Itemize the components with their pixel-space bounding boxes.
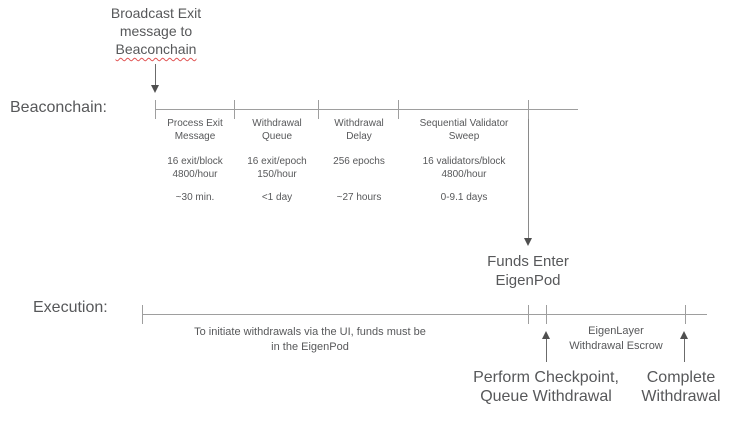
timeline-tick [398, 100, 399, 119]
funds-transfer-arrowhead-icon [524, 238, 532, 246]
timeline-tick [528, 100, 529, 119]
beaconchain-timeline [155, 109, 578, 110]
segment-process-exit-message: Process Exit Message 16 exit/block 4800/… [135, 117, 255, 204]
funds-enter-eigenpod-note: Funds Enter EigenPod [487, 253, 569, 289]
segment-name: Withdrawal Queue [252, 118, 302, 142]
eigenlayer-escrow-note: EigenLayer Withdrawal Escrow [569, 325, 663, 352]
segment-rate: 16 validators/block 4800/hour [422, 156, 506, 180]
down-arrowhead-icon [151, 85, 159, 93]
initiate-withdrawals-note: To initiate withdrawals via the UI, fund… [194, 326, 426, 353]
segment-duration: ~27 hours [336, 192, 382, 203]
segment-rate: 256 epochs [333, 156, 385, 167]
segment-rate: 16 exit/block 4800/hour [167, 156, 223, 180]
timeline-tick [155, 100, 156, 119]
segment-withdrawal-queue: Withdrawal Queue 16 exit/epoch 150/hour … [222, 117, 332, 204]
broadcast-exit-note: Broadcast Exit message to Beaconchain [76, 4, 236, 58]
segment-name: Process Exit Message [167, 118, 223, 142]
segment-withdrawal-delay: Withdrawal Delay 256 epochs ~27 hours [304, 117, 414, 204]
checkpoint-arrowhead-icon [542, 331, 550, 339]
beaconchain-lane-label: Beaconchain: [10, 99, 107, 116]
timeline-tick [318, 100, 319, 119]
execution-timeline [142, 314, 707, 315]
perform-checkpoint-note: Perform Checkpoint, Queue Withdrawal [473, 369, 619, 405]
funds-transfer-arrow-icon [528, 119, 529, 239]
broadcast-exit-note-text: Broadcast Exit message to [110, 5, 202, 39]
timeline-tick [528, 305, 529, 324]
complete-arrow-icon [684, 339, 685, 362]
timeline-tick [142, 305, 143, 324]
segment-duration: <1 day [261, 192, 293, 203]
segment-name: Sequential Validator Sweep [419, 118, 509, 142]
segment-duration: ~30 min. [175, 192, 215, 203]
broadcast-exit-note-beaconchain: Beaconchain [115, 41, 197, 57]
timeline-tick [234, 100, 235, 119]
timeline-tick [546, 305, 547, 324]
checkpoint-arrow-icon [546, 339, 547, 362]
segment-sequential-validator-sweep: Sequential Validator Sweep 16 validators… [394, 117, 534, 204]
complete-arrowhead-icon [680, 331, 688, 339]
segment-name: Withdrawal Delay [334, 118, 384, 142]
execution-lane-label: Execution: [33, 299, 108, 316]
down-arrow-icon [155, 64, 156, 86]
complete-withdrawal-note: Complete Withdrawal [641, 369, 721, 405]
segment-rate: 16 exit/epoch 150/hour [247, 156, 307, 180]
timeline-tick [685, 305, 686, 324]
segment-duration: 0-9.1 days [440, 192, 488, 203]
